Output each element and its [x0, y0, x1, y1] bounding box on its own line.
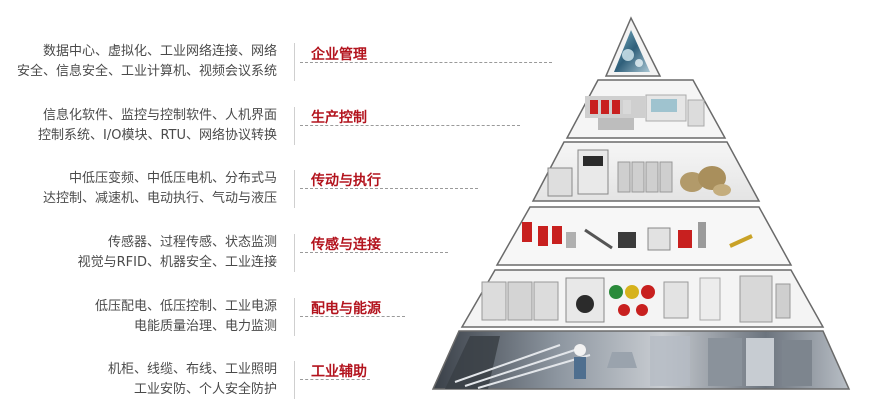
tier-4-sensing-and-connection: [495, 206, 793, 266]
level-2-line-2: 控制系统、I/O模块、RTU、网络协议转换: [38, 128, 277, 143]
level-1-leader-line: [300, 62, 552, 63]
level-3-separator: [294, 170, 295, 208]
tier-1-enterprise-management: [604, 16, 662, 77]
level-6-leader-line: [300, 379, 370, 380]
level-1-line-2: 安全、信息安全、工业计算机、视频会议系统: [16, 64, 277, 79]
level-4-line-2: 视觉与RFID、机器安全、工业连接: [77, 255, 277, 270]
tier-3-drive-and-actuation: [531, 141, 761, 202]
level-6-line-2: 工业安防、个人安全防护: [133, 382, 277, 397]
tier-2-production-control: [565, 79, 727, 139]
level-3-leader-line: [300, 188, 478, 189]
level-3-line-2: 达控制、减速机、电动执行、气动与液压: [42, 191, 277, 206]
level-3-line-1: 中低压变频、中低压电机、分布式马: [68, 171, 277, 186]
level-2-separator: [294, 107, 295, 145]
level-3-description: 中低压变频、中低压电机、分布式马 达控制、减速机、电动执行、气动与液压: [43, 169, 277, 209]
level-2-line-1: 信息化软件、监控与控制软件、人机界面: [42, 108, 277, 123]
level-4-leader-line: [300, 252, 448, 253]
level-2-leader-line: [300, 125, 520, 126]
level-1-title: 企业管理: [311, 47, 367, 63]
level-5-separator: [294, 298, 295, 336]
level-3-title: 传动与执行: [311, 173, 381, 189]
level-4-separator: [294, 234, 295, 272]
level-2-title: 生产控制: [311, 110, 367, 126]
level-2-description: 信息化软件、监控与控制软件、人机界面 控制系统、I/O模块、RTU、网络协议转换: [38, 106, 277, 146]
level-6-line-1: 机柜、线缆、布线、工业照明: [107, 362, 277, 377]
level-6-title: 工业辅助: [311, 364, 367, 380]
level-1-separator: [294, 43, 295, 81]
level-5-line-2: 电能质量治理、电力监测: [133, 319, 277, 334]
level-4-description: 传感器、过程传感、状态监测 视觉与RFID、机器安全、工业连接: [78, 233, 277, 273]
level-1-description: 数据中心、虚拟化、工业网络连接、网络 安全、信息安全、工业计算机、视频会议系统: [17, 42, 277, 82]
level-5-leader-line: [300, 316, 405, 317]
tier-6-industrial-auxiliary: [431, 330, 851, 390]
level-6-description: 机柜、线缆、布线、工业照明 工业安防、个人安全防护: [108, 360, 277, 400]
level-4-line-1: 传感器、过程传感、状态监测: [107, 235, 277, 250]
tier-5-power-distribution-and-energy: [460, 269, 825, 328]
level-4-title: 传感与连接: [311, 237, 381, 253]
level-5-description: 低压配电、低压控制、工业电源 电能质量治理、电力监测: [95, 297, 277, 337]
level-5-title: 配电与能源: [311, 301, 381, 317]
level-1-line-1: 数据中心、虚拟化、工业网络连接、网络: [42, 44, 277, 59]
level-6-separator: [294, 361, 295, 399]
level-5-line-1: 低压配电、低压控制、工业电源: [94, 299, 277, 314]
